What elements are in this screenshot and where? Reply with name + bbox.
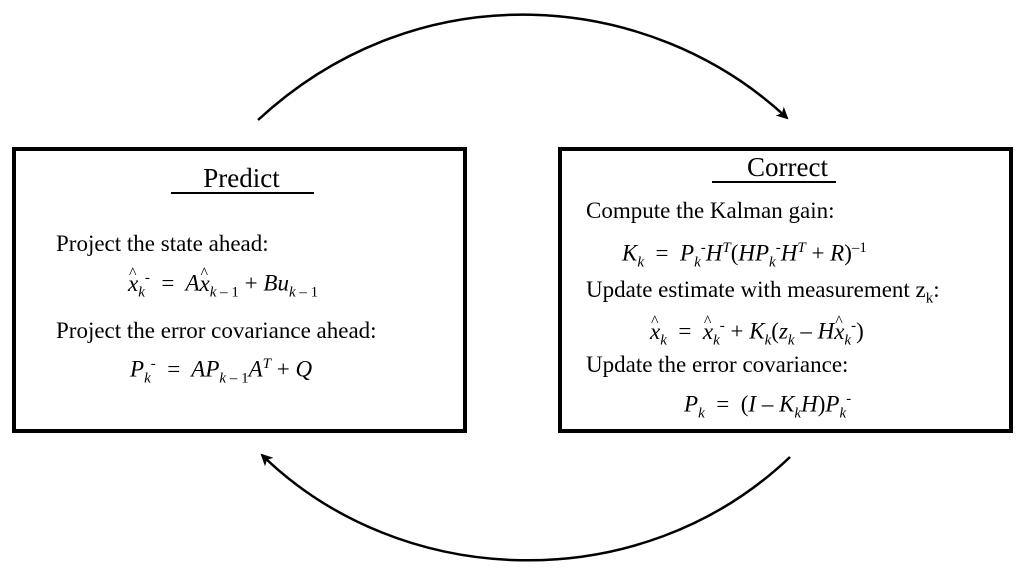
correct-estimate-label-colon: : [933, 277, 940, 302]
correct-covariance-label: Update the error covariance: [586, 352, 849, 377]
correct-estimate-equation: xk = xk- + Kk(zk – Hxk-) [650, 309, 864, 353]
correct-title: Correct [747, 152, 828, 182]
correct-covariance-equation: Pk = (I – KkH)Pk- [684, 391, 852, 422]
correct-gain-label: Compute the Kalman gain: [586, 198, 835, 223]
correct-title-underline [712, 181, 836, 183]
predict-covariance-equation: Pk- = APk – 1AT + Q [130, 356, 313, 387]
correct-estimate-label: Update estimate with measurement zk: [586, 277, 940, 312]
correct-gain-equation: Kk = Pk-HT(HPk-HT + R)–1 [622, 240, 867, 271]
correct-estimate-label-text: Update estimate with measurement z [586, 277, 926, 302]
predict-title: Predict [203, 163, 280, 193]
arrow-correct-to-predict [260, 453, 791, 562]
predict-state-label: Project the state ahead: [56, 231, 269, 256]
predict-box: Predict Project the state ahead: xk- = A… [12, 147, 467, 433]
predict-covariance-label: Project the error covariance ahead: [56, 318, 377, 343]
predict-title-underline [171, 192, 314, 194]
correct-estimate-label-subscript: k [925, 290, 934, 307]
arrow-predict-to-correct [257, 13, 789, 121]
predict-state-equation: xk- = Axk – 1 + Buk – 1 [128, 261, 318, 305]
correct-box: Correct Compute the Kalman gain: Kk = Pk… [558, 147, 1013, 433]
